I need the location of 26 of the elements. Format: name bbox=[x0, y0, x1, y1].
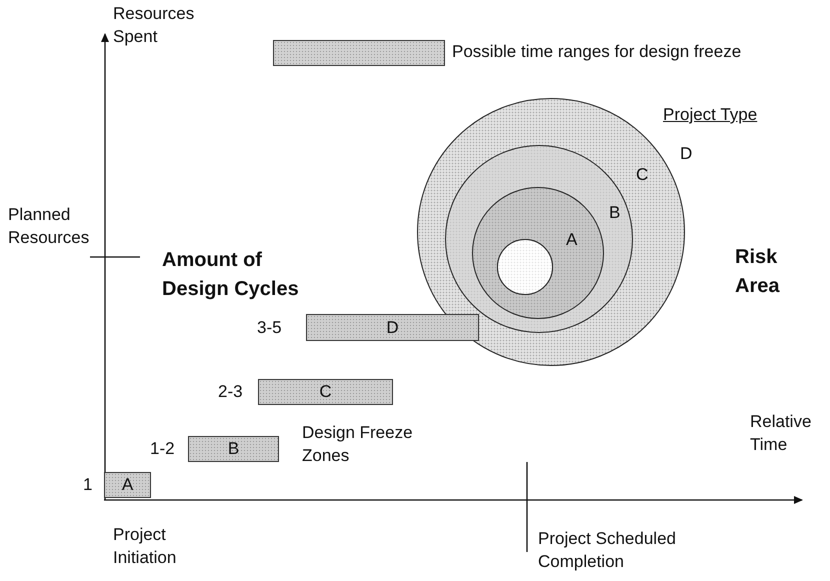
zone-letter: B bbox=[228, 439, 240, 459]
type-letter: C bbox=[636, 164, 648, 186]
zone-letter: A bbox=[122, 475, 134, 495]
zone-letter: D bbox=[386, 318, 399, 338]
zone-letter: C bbox=[319, 382, 332, 402]
axis-label: Resources Spent bbox=[113, 3, 196, 48]
axis-label: Relative Time bbox=[750, 411, 812, 456]
heading-text: Project Type bbox=[663, 104, 758, 126]
type-letter: A bbox=[566, 229, 578, 251]
heading-text: Risk Area bbox=[735, 245, 781, 299]
cycle-count: 2-3 bbox=[218, 381, 243, 403]
cycle-count: 3-5 bbox=[257, 316, 282, 338]
cycle-count: 1 bbox=[83, 474, 92, 496]
zone-bar bbox=[104, 472, 151, 498]
zone-bar bbox=[306, 314, 479, 341]
legend-text: Possible time ranges for design freeze bbox=[452, 41, 742, 63]
axis-label: Project Scheduled Completion bbox=[538, 528, 677, 573]
heading-text: Amount of Design Cycles bbox=[162, 248, 300, 302]
type-letter: B bbox=[609, 202, 620, 224]
axis-label: Design Freeze Zones bbox=[302, 422, 414, 467]
axis-label: Project Initiation bbox=[113, 524, 178, 569]
type-letter: D bbox=[680, 143, 692, 165]
cycle-count: 1-2 bbox=[150, 438, 175, 460]
zone-bar bbox=[258, 379, 393, 405]
zone-bar bbox=[188, 436, 279, 462]
axis-label: Planned Resources bbox=[8, 204, 90, 249]
